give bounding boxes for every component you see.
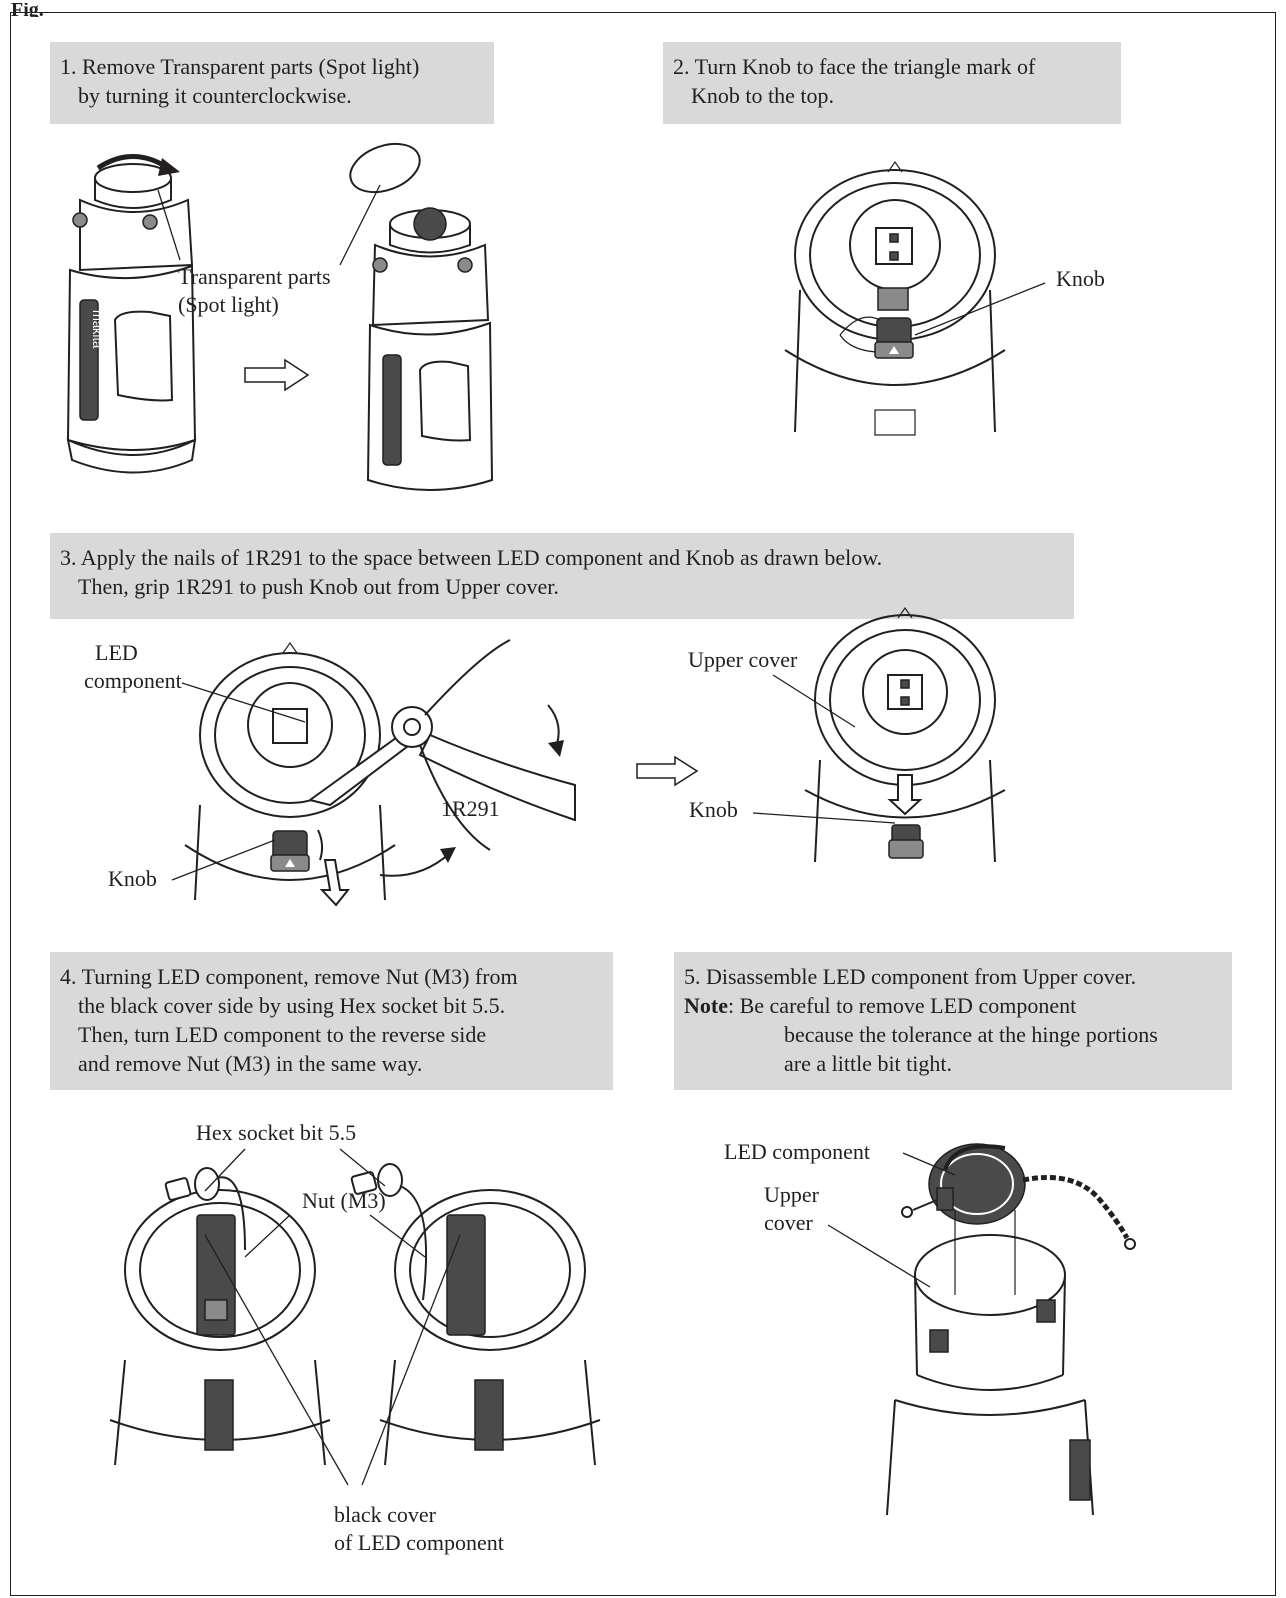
leader-led-step-3 [180, 680, 310, 730]
arrow-next-1 [245, 360, 308, 390]
step-4-line-1: 4. Turning LED component, remove Nut (M3… [60, 962, 613, 991]
step-5-box: 5. Disassemble LED component from Upper … [674, 952, 1232, 1090]
label-upper-cover-step-3: Upper cover [688, 647, 797, 673]
label-knob-step-2: Knob [1056, 266, 1105, 292]
brand-logo-1: makita [90, 310, 105, 349]
flashlight-disassembled [344, 135, 492, 490]
label-hex-socket-bit: Hex socket bit 5.5 [196, 1120, 356, 1146]
label-transparent-parts: Transparent parts [178, 264, 331, 290]
label-upper-step-5: Upper [764, 1182, 819, 1208]
label-cover-step-5: cover [764, 1210, 813, 1236]
step-5-line-1: 5. Disassemble LED component from Upper … [684, 962, 1232, 991]
step-2-line-1: 2. Turn Knob to face the triangle mark o… [673, 52, 1121, 81]
label-knob-step-3: Knob [108, 866, 157, 892]
illustration-step-5 [855, 1130, 1145, 1520]
label-tool-1r291: 1R291 [441, 796, 500, 822]
leader-knob-step-2 [900, 280, 1050, 340]
step-5-line-4: are a little bit tight. [684, 1049, 1232, 1078]
illustration-step-1: makita [40, 140, 480, 520]
label-led-2: component [84, 668, 182, 694]
step-3-line-1: 3. Apply the nails of 1R291 to the space… [60, 543, 1074, 572]
label-led-component-step-5: LED component [724, 1139, 870, 1165]
label-nut-m3: Nut (M3) [302, 1188, 386, 1214]
leader-upper-cover-step-5 [825, 1222, 935, 1292]
step-1-line-1: 1. Remove Transparent parts (Spot light) [60, 52, 494, 81]
figure-header: Fig. [11, 3, 44, 17]
note-label: Note [684, 993, 728, 1018]
step-1-box: 1. Remove Transparent parts (Spot light)… [50, 42, 494, 124]
leader-upper-cover-step-3 [770, 672, 860, 732]
step-2-box: 2. Turn Knob to face the triangle mark o… [663, 42, 1121, 124]
label-led-1: LED [95, 640, 138, 666]
label-spot-light: (Spot light) [178, 292, 279, 318]
step-3-line-2: Then, grip 1R291 to push Knob out from U… [60, 572, 1074, 601]
arrow-next-3 [635, 755, 700, 787]
leader-knob-step-3-right [750, 808, 900, 828]
step-5-note-line: Note: Be careful to remove LED component [684, 991, 1232, 1020]
leader-led-step-5 [900, 1150, 960, 1180]
label-knob-step-3-right: Knob [689, 797, 738, 823]
step-2-line-2: Knob to the top. [673, 81, 1121, 110]
step-4-box: 4. Turning LED component, remove Nut (M3… [50, 952, 613, 1090]
step-1-line-2: by turning it counterclockwise. [60, 81, 494, 110]
leader-black-cover [200, 1230, 480, 1490]
leader-knob-step-3 [170, 835, 280, 885]
label-black-cover-1: black cover [334, 1502, 436, 1528]
label-black-cover-2: of LED component [334, 1530, 504, 1556]
flashlight-assembled: makita [68, 157, 195, 473]
step-4-line-4: and remove Nut (M3) in the same way. [60, 1049, 613, 1078]
step-4-line-3: Then, turn LED component to the reverse … [60, 1020, 613, 1049]
step-4-line-2: the black cover side by using Hex socket… [60, 991, 613, 1020]
step-5-line-3: because the tolerance at the hinge porti… [684, 1020, 1232, 1049]
note-text: : Be careful to remove LED component [728, 993, 1076, 1018]
